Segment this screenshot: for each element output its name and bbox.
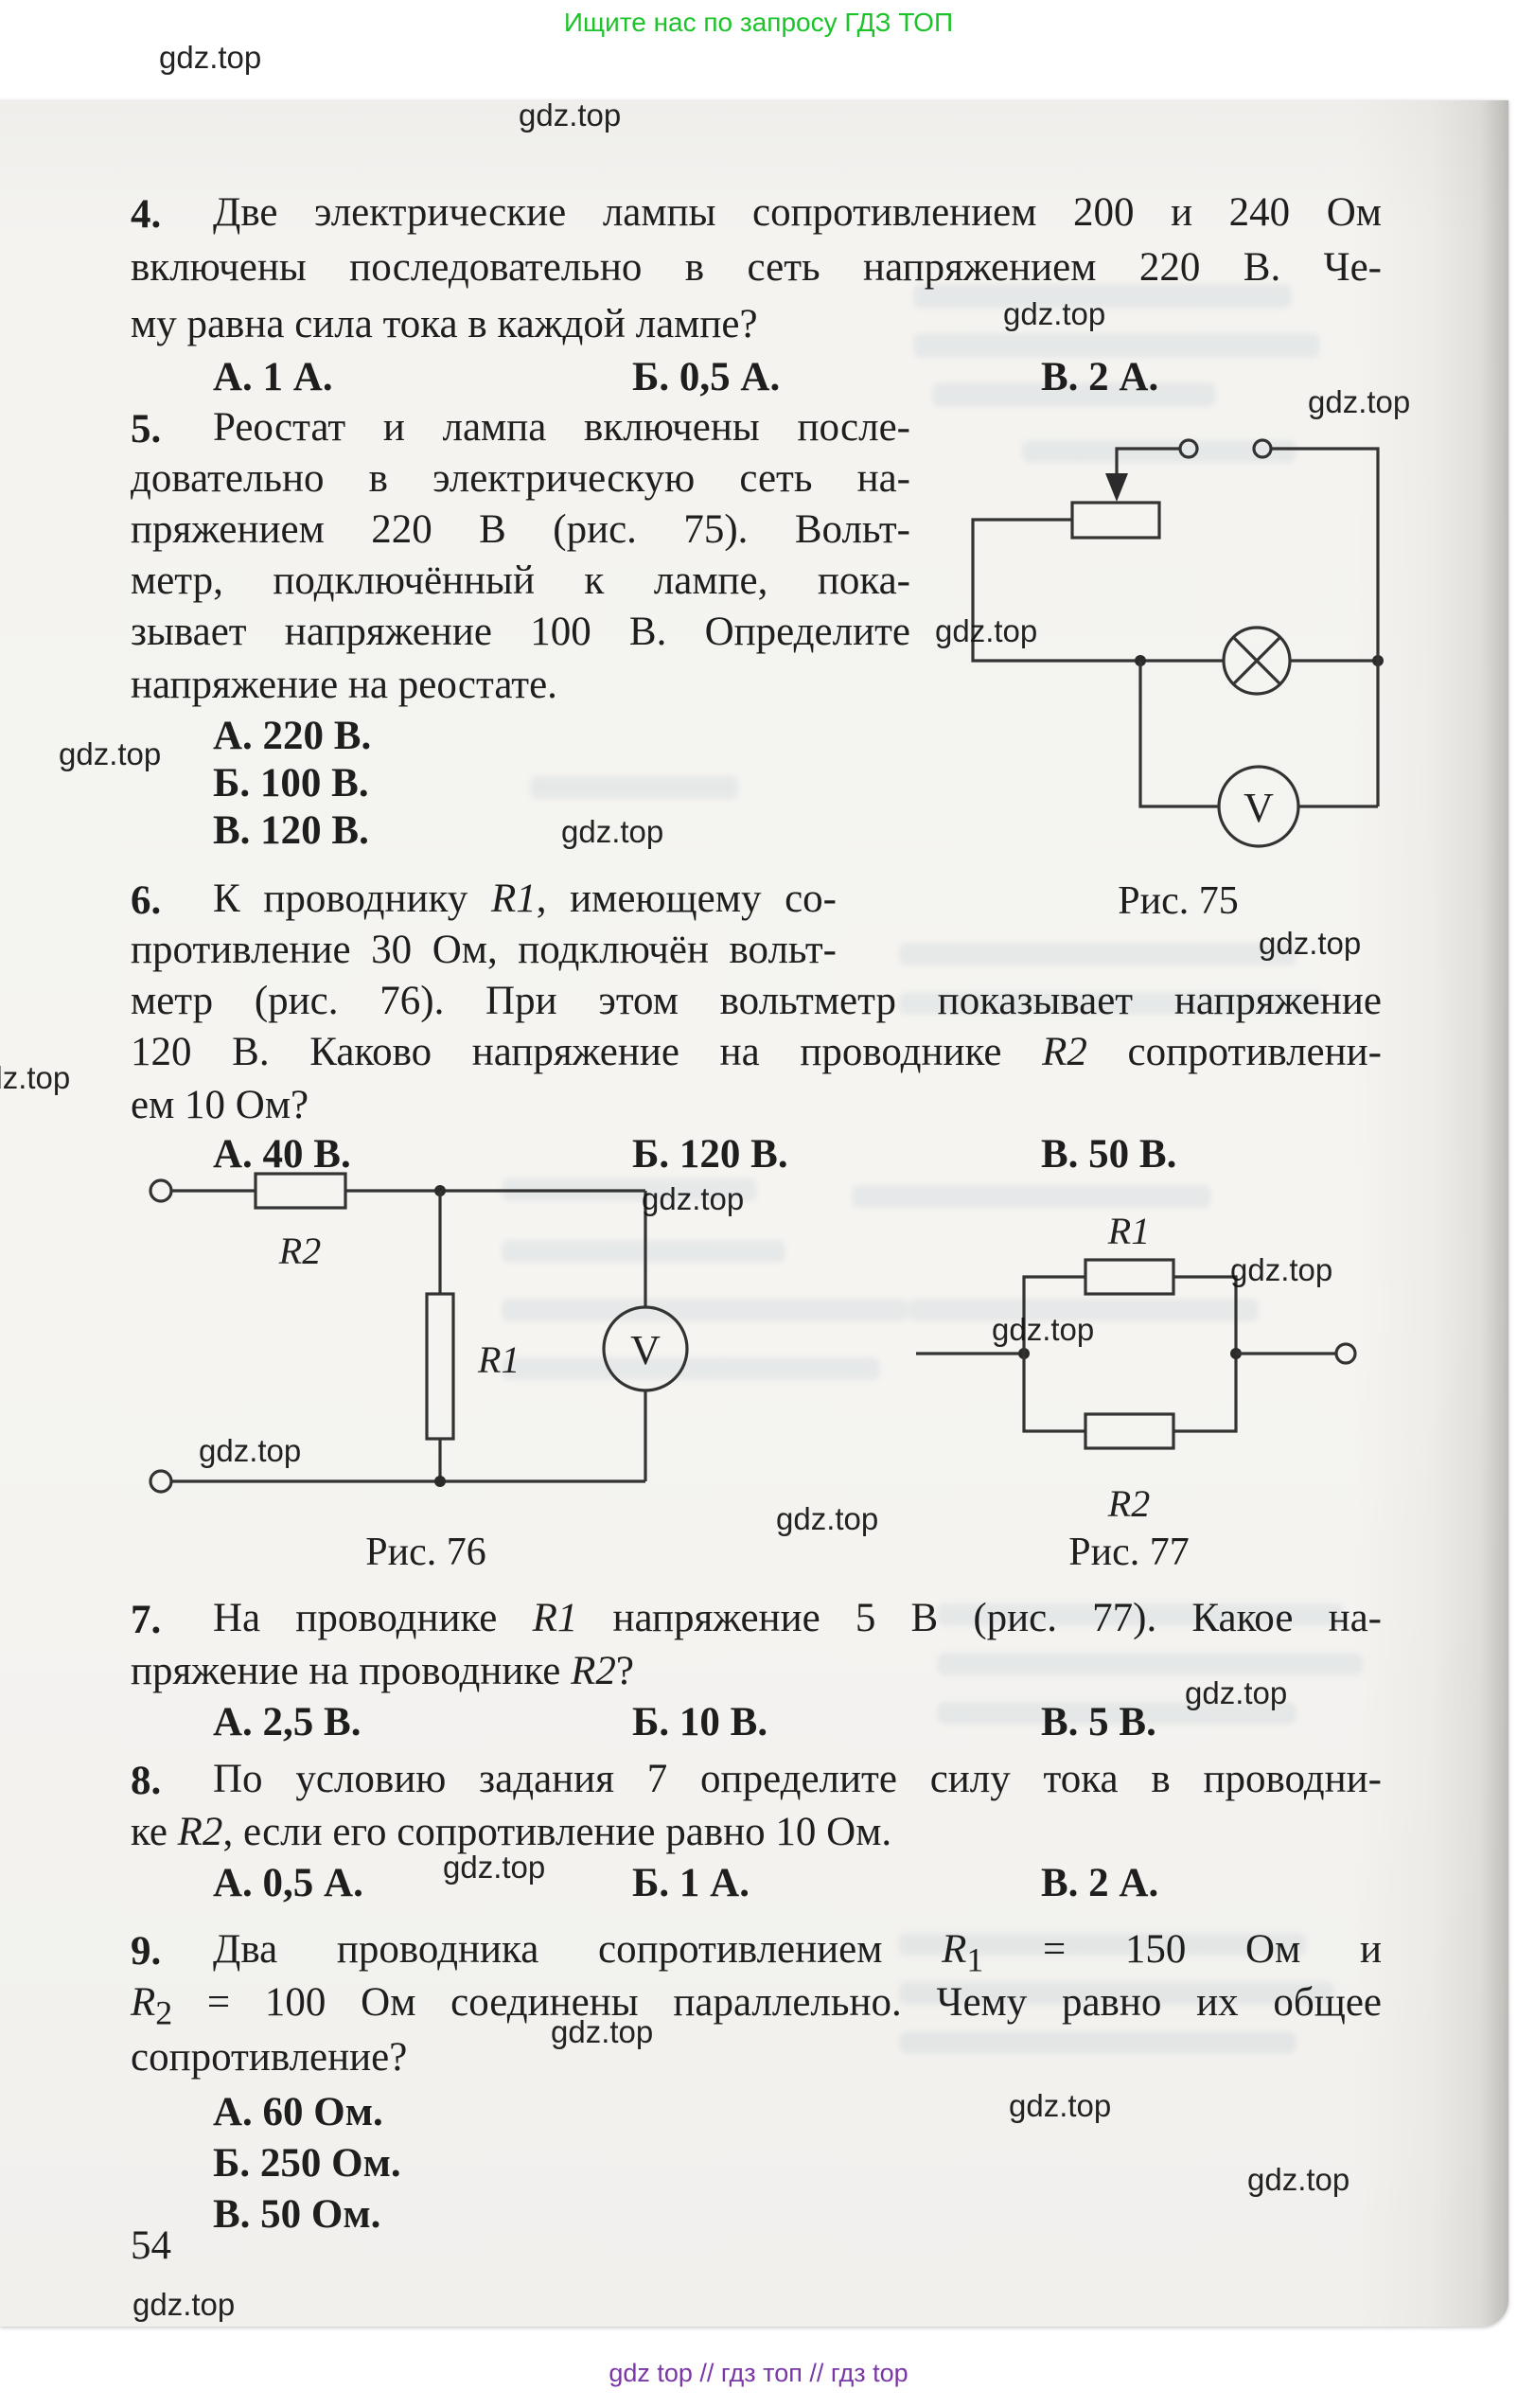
problem-5-number: 5. (131, 407, 162, 452)
answer-option-v: В. 2 А. (1041, 1861, 1159, 1905)
problem-8-line: ке R2, если его сопротивление равно 10 О… (131, 1810, 892, 1854)
terminal-icon (149, 1469, 173, 1494)
problem-4-line: Две электрические лампы сопротивлением 2… (213, 190, 1382, 235)
svg-text:V: V (1244, 785, 1274, 831)
answer-option-b: Б. 100 В. (213, 761, 369, 806)
watermark: gdz.top (1003, 296, 1106, 331)
answer-option-v: В. 50 Ом. (213, 2192, 381, 2237)
problem-9-line: R2 = 100 Ом соединены параллельно. Чему … (131, 1980, 1382, 2032)
problem-7-line: пряжение на проводнике R2? (131, 1649, 634, 1693)
watermark: gdz.top (443, 1850, 546, 1885)
watermark: gdz.top (59, 736, 162, 771)
resistor-r1-icon (1084, 1258, 1175, 1296)
answer-option-a: А. 40 В. (213, 1132, 351, 1177)
answer-option-b: Б. 1 А. (632, 1861, 750, 1905)
watermark: gdz.top (776, 1501, 879, 1536)
problem-8-number: 8. (131, 1759, 162, 1803)
answer-option-a: А. 0,5 А. (213, 1861, 363, 1905)
svg-text:V: V (630, 1327, 661, 1373)
answer-option-a: А. 1 А. (213, 355, 333, 399)
site-footer: gdz top // гдз топ // гдз top (609, 2359, 908, 2387)
watermark: gdz.top (0, 1060, 71, 1095)
answer-option-v: В. 120 В. (213, 808, 369, 853)
figure-77-caption: Рис. 77 (1068, 1531, 1190, 1574)
terminal-icon (1178, 438, 1199, 459)
junction-dot (434, 1476, 446, 1487)
problem-8-line: По условию задания 7 определите силу ток… (213, 1757, 1382, 1801)
terminal-icon (1252, 438, 1273, 459)
problem-9-line: сопротивление? (131, 2035, 408, 2080)
problem-4-number: 4. (131, 192, 162, 237)
page-number: 54 (131, 2223, 171, 2268)
problem-6-number: 6. (131, 878, 162, 923)
watermark: gdz.top (551, 2014, 654, 2049)
watermark: gdz.top (1308, 384, 1411, 419)
figure-77-circuit: R1 R2 (908, 1202, 1401, 1543)
problem-7-number: 7. (131, 1598, 162, 1642)
problem-5-line: пряжением 220 В (рис. 75). Вольт- (131, 507, 910, 552)
problem-5-line: Реостат и лампа включены после- (213, 405, 910, 450)
rheostat-icon (1070, 501, 1161, 540)
problem-7-line: На проводнике R1 напряжение 5 В (рис. 77… (213, 1596, 1382, 1640)
problem-6-line: К проводнику R1, имеющему со- (213, 876, 837, 921)
problem-6-line: противление 30 Ом, подключён вольт- (131, 928, 837, 972)
watermark: gdz.top (132, 2287, 236, 2322)
problem-9-number: 9. (131, 1929, 162, 1974)
problem-5-line: метр, подключённый к лампе, пока- (131, 558, 910, 603)
problem-5-line: напряжение на реостате. (131, 663, 557, 707)
watermark: gdz.top (992, 1312, 1095, 1347)
answer-option-v: В. 2 А. (1041, 355, 1159, 399)
watermark: gdz.top (642, 1181, 745, 1216)
terminal-icon (149, 1178, 173, 1203)
site-banner: Ищите нас по запросу ГДЗ ТОП (563, 8, 954, 37)
resistor-r1-label: R1 (477, 1338, 520, 1381)
problem-9-line: Два проводника сопротивлением R1 = 150 О… (213, 1927, 1382, 1979)
problem-6-line: метр (рис. 76). При этом вольтметр показ… (131, 979, 1382, 1023)
answer-option-v: В. 50 В. (1041, 1132, 1177, 1177)
resistor-r2-icon (254, 1172, 347, 1210)
watermark: gdz.top (935, 613, 1038, 648)
watermark: gdz.top (1185, 1675, 1288, 1710)
watermark: gdz.top (1259, 926, 1362, 961)
answer-option-a: А. 60 Ом. (213, 2090, 383, 2134)
watermark: gdz.top (519, 97, 622, 133)
figure-76-circuit: V R2 R1 (123, 1164, 729, 1533)
answer-option-b: Б. 250 Ом. (213, 2141, 401, 2186)
resistor-r2-label: R2 (1107, 1482, 1150, 1525)
watermark: gdz.top (1247, 2162, 1350, 2197)
terminal-icon (1334, 1342, 1357, 1365)
watermark: gdz.top (199, 1433, 302, 1468)
rheostat-arrow-icon (1105, 473, 1128, 502)
problem-5-line: довательно в электрическую сеть на- (131, 456, 910, 501)
problem-4-line: включены последовательно в сеть напряжен… (131, 245, 1382, 290)
watermark: gdz.top (561, 814, 664, 849)
figure-76-caption: Рис. 76 (365, 1531, 486, 1574)
resistor-r2-label: R2 (278, 1230, 321, 1272)
answer-option-b: Б. 120 В. (632, 1132, 788, 1177)
problem-6-line: 120 В. Каково напряжение на проводнике R… (131, 1030, 1382, 1074)
watermark: gdz.top (159, 40, 262, 75)
problem-5-line: зывает напряжение 100 В. Определите (131, 610, 910, 654)
problem-6-line: ем 10 Ом? (131, 1083, 309, 1127)
answer-option-v: В. 5 В. (1041, 1700, 1156, 1744)
resistor-r2-icon (1084, 1412, 1175, 1450)
figure-75-caption: Рис. 75 (1118, 879, 1239, 923)
watermark: gdz.top (1009, 2088, 1112, 2123)
answer-option-b: Б. 10 В. (632, 1700, 768, 1744)
problem-4-line: му равна сила тока в каждой лампе? (131, 302, 758, 346)
figure-75-circuit: V (946, 407, 1401, 852)
resistor-r1-label: R1 (1107, 1210, 1150, 1252)
watermark: gdz.top (1230, 1252, 1333, 1287)
answer-option-a: А. 220 В. (213, 714, 372, 758)
paper-sheet (0, 100, 1508, 2327)
resistor-r1-icon (425, 1292, 455, 1441)
answer-option-a: А. 2,5 В. (213, 1700, 362, 1744)
answer-option-b: Б. 0,5 А. (632, 355, 781, 399)
